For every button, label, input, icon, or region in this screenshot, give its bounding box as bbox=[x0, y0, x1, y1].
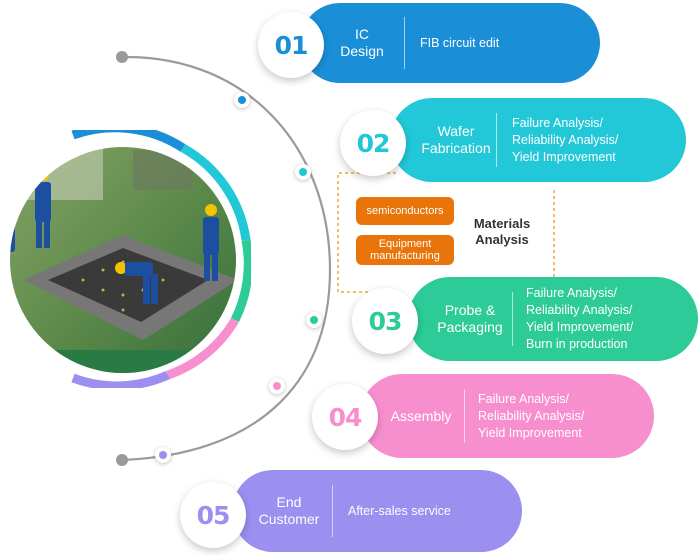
stage-end-customer: End Customer After-sales service bbox=[232, 470, 522, 552]
stage-title: End Customer bbox=[258, 494, 320, 527]
timeline-dot-3 bbox=[306, 312, 322, 328]
stage-ic-design: IC Design FIB circuit edit bbox=[300, 3, 600, 83]
stage-probe-packaging: Probe & Packaging Failure Analysis/ Reli… bbox=[408, 277, 698, 361]
stage-number-badge: 01 bbox=[258, 12, 324, 78]
timeline-dot-5 bbox=[155, 447, 171, 463]
materials-item-equipment: Equipment manufacturing bbox=[356, 235, 454, 265]
materials-analysis-title: Materials Analysis bbox=[473, 216, 531, 247]
stage-number-badge: 02 bbox=[340, 110, 406, 176]
stage-description: Failure Analysis/ Reliability Analysis/ … bbox=[526, 286, 634, 351]
stage-title: IC Design bbox=[340, 26, 384, 59]
stage-number-badge: 05 bbox=[180, 482, 246, 548]
stage-number-badge: 04 bbox=[312, 384, 378, 450]
timeline-dot-1 bbox=[234, 92, 250, 108]
materials-item-semiconductors: semiconductors bbox=[356, 197, 454, 225]
stage-assembly: Assembly Failure Analysis/ Reliability A… bbox=[360, 374, 654, 458]
stage-title: Wafer Fabrication bbox=[421, 123, 491, 156]
stage-title: Assembly bbox=[390, 407, 452, 424]
photo-circuit-board-workers bbox=[10, 130, 251, 388]
stage-description: Failure Analysis/ Reliability Analysis/ … bbox=[478, 391, 585, 440]
timeline-dot-4 bbox=[269, 378, 285, 394]
timeline-dot-2 bbox=[295, 164, 311, 180]
stage-number-badge: 03 bbox=[352, 288, 418, 354]
stage-description: After-sales service bbox=[348, 503, 451, 518]
stage-wafer-fabrication: Wafer Fabrication Failure Analysis/ Reli… bbox=[390, 98, 686, 182]
stage-description: Failure Analysis/ Reliability Analysis/ … bbox=[512, 115, 619, 164]
stage-title: Probe & Packaging bbox=[437, 302, 503, 335]
stage-description: FIB circuit edit bbox=[420, 35, 500, 50]
